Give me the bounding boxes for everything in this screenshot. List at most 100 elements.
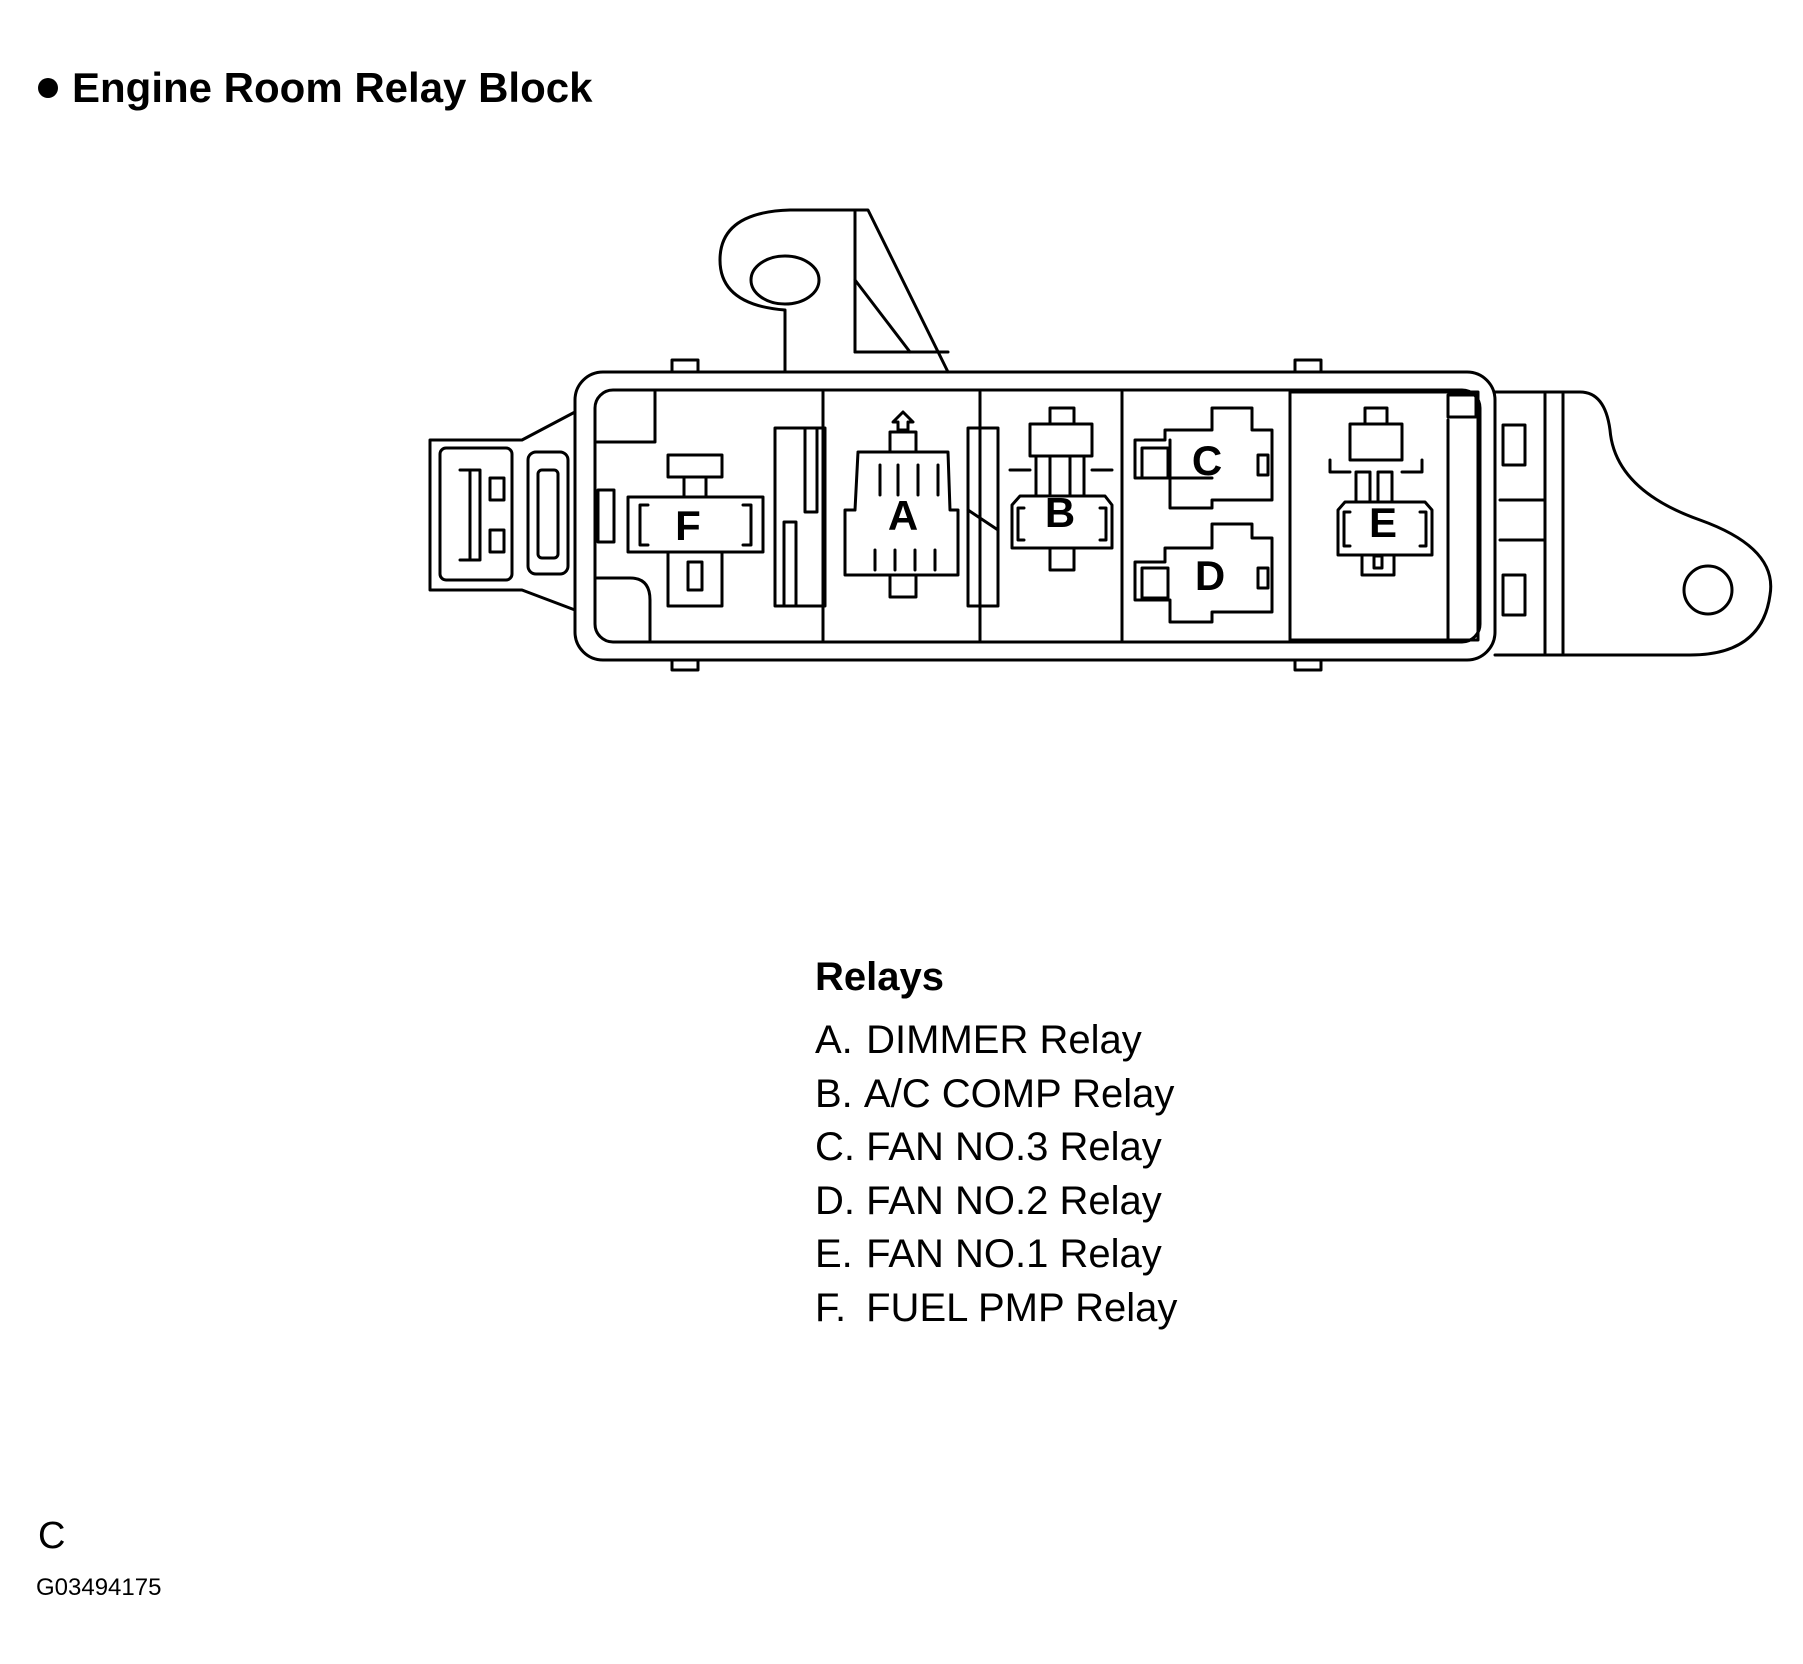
slot-b-top-block [1028,422,1094,458]
bullet-icon [38,78,58,98]
slot-label-a: A [888,492,918,539]
slot-f-top-stem [682,475,708,499]
ear-clip-top [1501,423,1527,467]
page-heading: Engine Room Relay Block [38,64,592,112]
slot-e-bottom-pin [1372,554,1384,570]
slot-b-bracket-left [1016,506,1026,542]
slot-label-d: D [1195,552,1225,599]
slot-c-inner [1168,438,1214,480]
slot-e-bracket-right [1418,510,1428,548]
slot-c-left-block [1140,446,1170,480]
latch-outer-frame [438,446,514,582]
slot-b-body [1010,494,1114,550]
slot-label-f: F [675,502,701,549]
legend-key: B. [815,1071,853,1116]
footer-letter: C [38,1515,66,1557]
legend-key: F. [815,1285,847,1330]
slot-a-top-pins [878,463,940,497]
slot-b-bracket-right [1098,506,1108,542]
bracket-rib-slope [853,278,912,354]
ear-round-hole [1682,564,1734,616]
slot-f-corner [595,390,657,642]
slot-label-e: E [1369,499,1397,546]
slot-e-arms [1328,458,1424,474]
slot-e-body [1336,500,1434,557]
slot-a-bottom-pins [873,548,937,572]
legend-item-f: F. FUEL PMP Relay [815,1282,1177,1336]
legend-key: C. [815,1125,855,1169]
heading-text: Engine Room Relay Block [72,64,593,111]
slot-f-bottom-pin [686,560,704,592]
relay-block-inner-wall [593,388,1482,644]
legend-key: E. [815,1232,853,1276]
slot-b-bottom-tab [1048,546,1076,572]
ear-clip-bottom [1501,573,1527,617]
slot-c-body [1133,406,1274,510]
slot-f [626,453,765,608]
slot-label-b: B [1045,489,1075,536]
legend-name: FUEL PMP Relay [866,1285,1178,1330]
relay-block-housing [573,370,1497,662]
slot-d-left-block [1140,566,1170,600]
legend-item-e: E. FAN NO.1 Relay [815,1228,1177,1282]
side-connector [596,488,616,544]
legend-title: Relays [815,955,944,999]
legend-name: DIMMER Relay [866,1018,1142,1062]
slot-f-bracket-left [638,503,650,547]
housing-clip-top-right [1293,358,1323,374]
relays-legend: Relays A. DIMMER Relay B. A/C COMP Relay… [815,955,1177,1335]
slot-e-compartment [1288,390,1480,642]
legend-name: FAN NO.2 Relay [866,1178,1162,1223]
slot-d [1133,522,1274,624]
fuse-strip-left-lower [782,520,798,608]
slot-c [1133,406,1274,510]
latch-inner-frame [526,450,570,576]
slot-a-top-tab [888,430,918,454]
slot-f-bottom-stem [666,550,724,608]
slot-b-top-tab [1048,406,1076,426]
slot-d-right-pin [1256,566,1270,590]
legend-item-b: B. A/C COMP Relay [815,1068,1177,1122]
legend-name: FAN NO.3 Relay [866,1125,1162,1169]
slot-f-top-tab [666,453,724,479]
legend-item-d: D. FAN NO.2 Relay [815,1175,1177,1229]
latch-clip [536,468,560,560]
latch-tab-lower [488,528,506,554]
slot-e-top-block [1348,422,1404,462]
fuse-strip-left-upper [803,426,819,514]
slot-b [1008,406,1114,572]
legend-item-c: C. FAN NO.3 Relay [815,1121,1177,1175]
legend-list: A. DIMMER Relay B. A/C COMP Relay C. FAN… [815,1014,1177,1335]
slot-e-bracket-left [1342,510,1352,548]
legend-name: A/C COMP Relay [863,1071,1175,1116]
latch-tab-upper [488,476,506,502]
slot-label-c: C [1192,437,1222,484]
housing-clip-bottom-right [1293,658,1323,672]
slot-a [843,410,960,599]
slot-d-body [1133,522,1274,624]
fuse-strip-right-split [966,508,1000,532]
slot-e-right-pin [1376,470,1394,504]
slot-e-corner [1446,393,1478,419]
slot-e-left-pin [1354,470,1372,504]
legend-item-a: A. DIMMER Relay [815,1014,1177,1068]
figure-code: G03494175 [36,1574,162,1601]
housing-clip-bottom-left [670,658,700,672]
slot-a-indicator-arrow-icon [891,410,915,432]
slot-a-body [843,450,960,577]
legend-key: A. [815,1018,853,1062]
slot-f-bracket-right [741,503,753,547]
fuse-strip-right [966,426,1000,608]
legend-name: FAN NO.1 Relay [866,1232,1162,1276]
slot-a-bottom-tab [888,573,918,599]
right-mounting-ear [1493,390,1773,657]
legend-key: D. [815,1178,855,1223]
bracket-oval-hole [749,254,821,306]
slot-e [1328,406,1434,577]
top-mounting-bracket [718,208,950,374]
latch-hook [458,468,482,562]
slot-c-right-pin [1256,453,1270,477]
slot-e-bottom-tab [1360,553,1396,577]
housing-clip-top-left [670,358,700,374]
